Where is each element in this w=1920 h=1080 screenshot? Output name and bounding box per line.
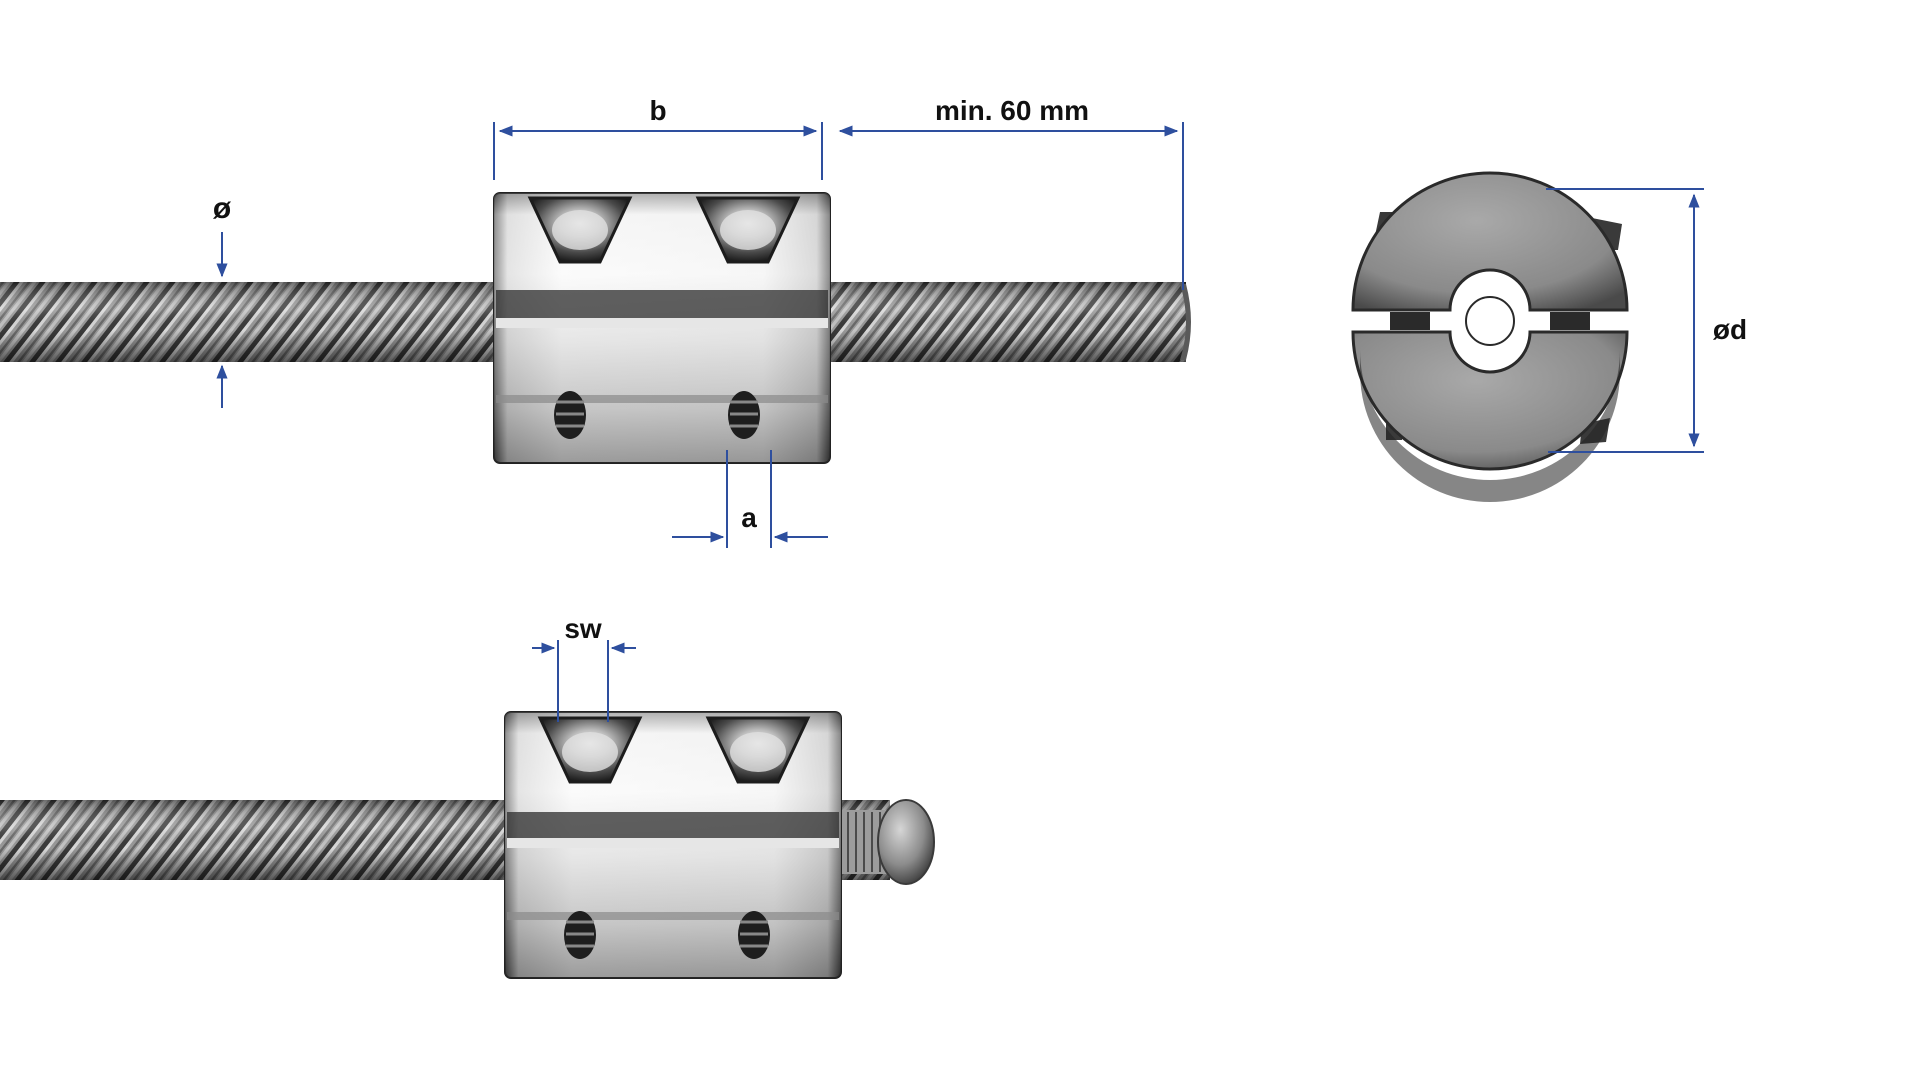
label-sw: sw — [564, 613, 602, 644]
end-ball — [877, 799, 935, 885]
threaded-hole-1-top — [554, 391, 586, 439]
label-min-length: min. 60 mm — [935, 95, 1089, 126]
screw-head-2-top — [695, 196, 801, 264]
label-a: a — [741, 502, 757, 533]
threaded-hole-2-bottom — [738, 911, 770, 959]
screw-head-1-top — [527, 196, 633, 264]
threaded-hole-1-bottom — [564, 911, 596, 959]
threaded-hole-2-top — [728, 391, 760, 439]
dimension-lines — [216, 122, 1704, 722]
clamp-body-top — [493, 192, 831, 464]
screw-head-1-bottom — [537, 716, 643, 784]
label-b: b — [649, 95, 666, 126]
clamp-body-bottom — [504, 711, 842, 979]
bottom-clamp-assembly — [0, 711, 935, 979]
label-rope-diameter: ø — [213, 192, 232, 225]
screw-head-2-bottom — [705, 716, 811, 784]
label-outer-diameter: ød — [1713, 314, 1747, 345]
clamp-end-view — [1351, 171, 1629, 502]
top-clamp-assembly — [0, 192, 1191, 464]
